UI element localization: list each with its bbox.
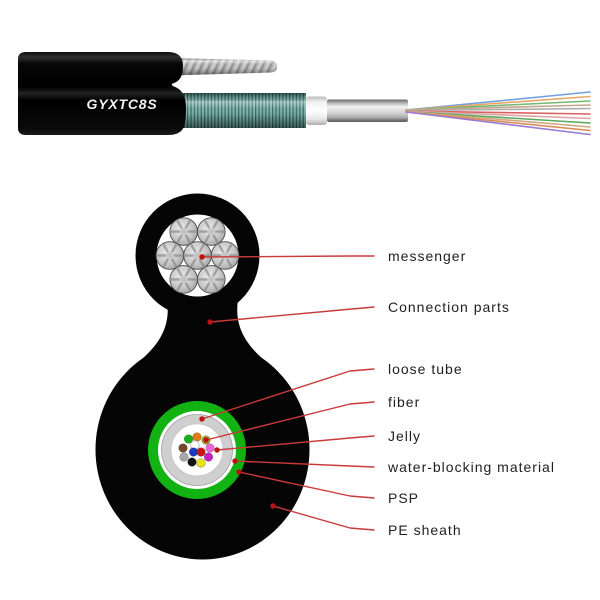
- fiber-dot: [187, 457, 197, 467]
- steel-strand: [168, 216, 199, 247]
- leader-lines: [201, 255, 375, 531]
- label-loose-tube: loose tube: [388, 361, 463, 377]
- fan-fiber: [405, 110, 591, 120]
- fan-fiber: [405, 110, 591, 128]
- fiber-dot: [178, 443, 188, 453]
- label-pe-sheath: PE sheath: [388, 522, 462, 538]
- leader-dot: [232, 458, 238, 464]
- messenger-wire-3d: [170, 58, 277, 76]
- leader-connection-parts: [209, 306, 375, 323]
- fiber-dot: [192, 432, 202, 442]
- leader-dots: [199, 254, 276, 509]
- loose-tube-3d: [327, 99, 408, 122]
- fan-fiber: [405, 104, 591, 111]
- leader-dot: [203, 437, 209, 443]
- steel-strand: [210, 240, 241, 271]
- leader-jelly: [216, 435, 375, 451]
- corrugated-armor-3d: [172, 93, 306, 128]
- label-jelly: Jelly: [388, 428, 422, 444]
- fiber-dot: [196, 458, 206, 468]
- fiber-dot: [205, 443, 215, 453]
- steel-strand: [196, 264, 227, 295]
- fiber-fan: [405, 91, 591, 136]
- leader-dot: [214, 447, 220, 453]
- steel-strand: [168, 264, 199, 295]
- leader-dot: [270, 503, 276, 509]
- fiber-dot: [196, 447, 206, 457]
- leader-loose-tube: [201, 368, 375, 420]
- fan-fiber: [405, 111, 591, 136]
- fiber-dot: [179, 452, 189, 462]
- fiber-dots: [178, 432, 215, 468]
- label-psp: PSP: [388, 490, 420, 506]
- cable-cross-section: [95, 193, 375, 560]
- pe-jacket-3d: [18, 52, 186, 135]
- steel-strand: [182, 240, 213, 271]
- model-number-print: GYXTC8S: [87, 96, 158, 112]
- label-fiber: fiber: [388, 394, 421, 410]
- leader-messenger: [201, 255, 375, 258]
- steel-strand: [154, 240, 185, 271]
- leader-psp: [238, 471, 375, 499]
- leader-dot: [199, 254, 205, 260]
- inner-white-ring-3d: [306, 96, 327, 125]
- leader-pe-sheath: [272, 505, 375, 531]
- leader-dot: [199, 416, 205, 422]
- leader-dot: [207, 319, 213, 325]
- steel-strand: [196, 216, 227, 247]
- leader-fiber: [205, 401, 375, 441]
- leader-water-blocking: [234, 460, 375, 468]
- fiber-dot: [203, 452, 214, 462]
- label-water-blocking-material: water-blocking material: [388, 459, 555, 475]
- cable-3d-illustration: GYXTC8S: [18, 52, 591, 136]
- leader-dot: [236, 469, 242, 475]
- label-messenger: messenger: [388, 248, 467, 264]
- fiber-dot: [183, 434, 194, 444]
- label-connection-parts: Connection parts: [388, 299, 510, 315]
- fan-fiber: [405, 107, 591, 112]
- connection-web-section: [142, 294, 263, 359]
